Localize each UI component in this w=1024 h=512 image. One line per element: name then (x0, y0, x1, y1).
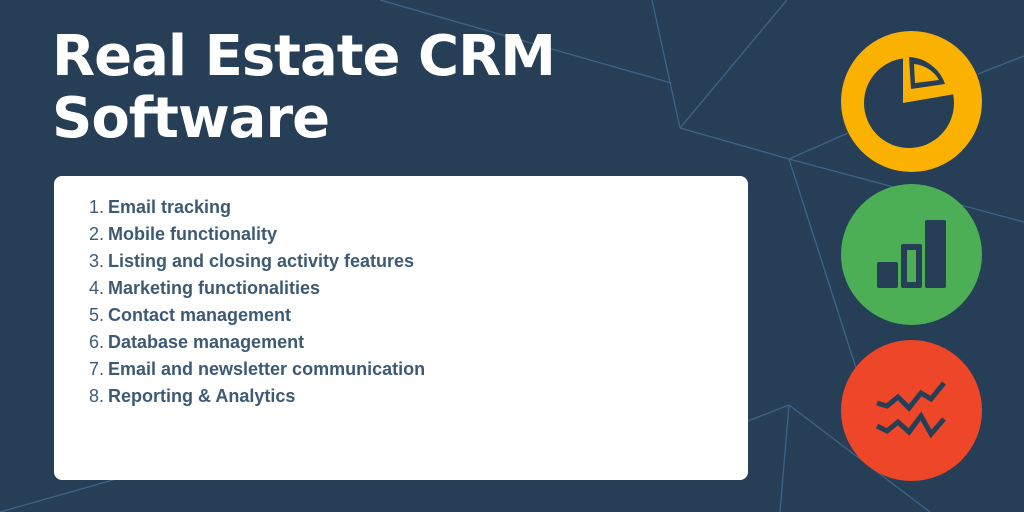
list-item: 8.Reporting & Analytics (88, 386, 296, 406)
list-item: 2.Mobile functionality (88, 224, 277, 244)
list-item: 3.Listing and closing activity features (88, 251, 415, 271)
list-item: 7.Email and newsletter communication (88, 359, 426, 379)
bar-chart-icon (841, 184, 982, 325)
title-line-2: Software (52, 86, 330, 151)
feature-list: 1.Email tracking 2.Mobile functionality … (54, 194, 425, 410)
list-item: 4.Marketing functionalities (88, 278, 321, 298)
line-trend-icon (841, 340, 982, 481)
title-line-1: Real Estate CRM (52, 24, 556, 89)
feature-list-card: 1.Email tracking 2.Mobile functionality … (54, 176, 748, 480)
list-item: 1.Email tracking (88, 197, 232, 217)
list-item: 5.Contact management (88, 305, 292, 325)
page-title: Real Estate CRM Software (52, 24, 556, 151)
pie-chart-icon (841, 31, 982, 172)
list-item: 6.Database management (88, 332, 305, 352)
